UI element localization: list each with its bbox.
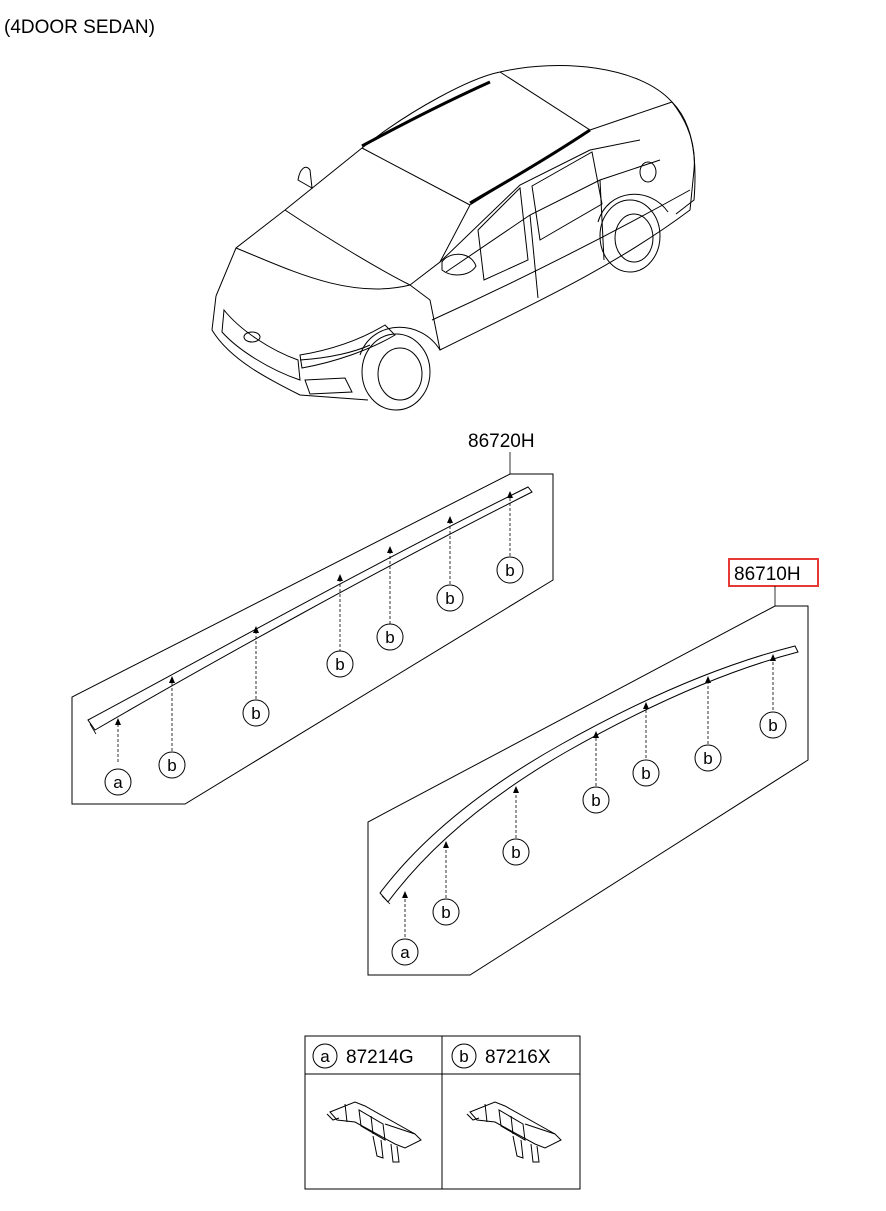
callout-b: b xyxy=(502,838,530,866)
svg-text:b: b xyxy=(251,704,260,723)
clip-arrows-upper xyxy=(117,495,511,762)
callout-b: b xyxy=(326,650,354,678)
legend-a: a 87214G xyxy=(312,1043,414,1069)
legend-part-b: 87216X xyxy=(485,1047,551,1068)
svg-text:b: b xyxy=(591,791,600,810)
clip-arrows-lower xyxy=(404,658,774,937)
legend-b: b 87216X xyxy=(451,1043,551,1069)
clip-arrowheads-upper xyxy=(115,491,513,725)
svg-text:b: b xyxy=(167,756,176,775)
part-group-86710h: 86710H a b b b b b xyxy=(367,558,819,976)
clip-b-icon xyxy=(466,1101,562,1163)
svg-text:b: b xyxy=(505,561,514,580)
clip-a-icon xyxy=(326,1101,422,1163)
part-number-86720h: 86720H xyxy=(468,431,535,452)
callout-b: b xyxy=(376,623,404,651)
part-number-86710h: 86710H xyxy=(734,564,801,585)
svg-text:b: b xyxy=(511,843,520,862)
svg-text:b: b xyxy=(768,716,777,735)
callout-a: a xyxy=(391,938,419,966)
svg-text:b: b xyxy=(703,749,712,768)
svg-text:b: b xyxy=(385,628,394,647)
svg-text:b: b xyxy=(445,589,454,608)
svg-text:a: a xyxy=(400,943,410,962)
callout-b: b xyxy=(694,744,722,772)
callout-a: a xyxy=(104,768,132,796)
callout-b: b xyxy=(582,786,610,814)
callout-b: b xyxy=(436,584,464,612)
frame-86720h xyxy=(71,473,554,805)
legend-table: a 87214G b 87216X xyxy=(304,1035,581,1190)
callout-b: b xyxy=(632,759,660,787)
highlight-box-86710h xyxy=(728,558,819,587)
frame-86710h xyxy=(367,605,809,976)
roof-molding-86720h xyxy=(87,486,533,731)
callout-b: b xyxy=(496,556,524,584)
svg-text:b: b xyxy=(641,764,650,783)
page-title: (4DOOR SEDAN) xyxy=(4,17,155,38)
svg-text:b: b xyxy=(459,1047,468,1066)
roof-molding-86710h xyxy=(379,645,799,903)
callout-b: b xyxy=(759,711,787,739)
callout-b: b xyxy=(242,699,270,727)
clip-arrowheads-lower xyxy=(402,654,776,898)
part-group-86720h: 86720H a b b b b b xyxy=(71,431,554,805)
svg-text:b: b xyxy=(441,903,450,922)
sedan-illustration xyxy=(211,65,696,411)
svg-text:a: a xyxy=(113,773,123,792)
svg-text:b: b xyxy=(335,655,344,674)
callout-b: b xyxy=(158,751,186,779)
svg-text:a: a xyxy=(320,1047,330,1066)
callout-b: b xyxy=(432,898,460,926)
legend-part-a: 87214G xyxy=(346,1047,414,1068)
